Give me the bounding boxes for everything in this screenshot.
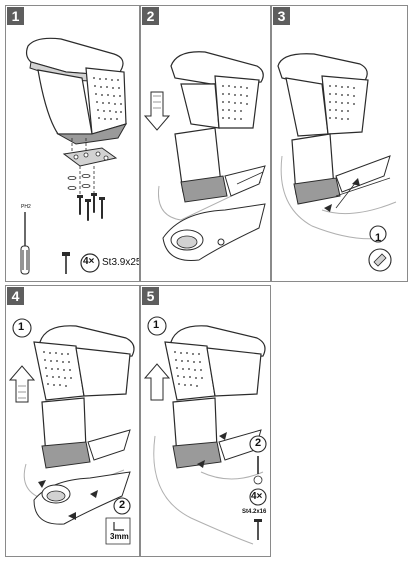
- step-1-fastener-count: 4×: [83, 256, 95, 267]
- step-4-illustration: [8, 318, 135, 545]
- step-1-tool-label: PH2: [21, 204, 31, 210]
- step-5-illustration: [143, 316, 267, 545]
- step-4-callout-1: 1: [18, 321, 25, 333]
- step-2-number: 2: [142, 7, 159, 25]
- step-3-panel: 3 1: [271, 5, 408, 282]
- step-4-callout-2: 2: [119, 499, 126, 511]
- step-1-number: 1: [7, 7, 24, 25]
- step-5-callout-1: 1: [153, 319, 160, 331]
- step-4-panel: 4: [5, 285, 140, 557]
- step-4-number: 4: [7, 287, 24, 305]
- step-1-fastener-spec: St3.9x25: [102, 257, 140, 268]
- step-3-number: 3: [273, 7, 290, 25]
- step-2-panel: 2: [140, 5, 271, 282]
- step-3-callout-label: 1: [375, 232, 382, 244]
- step-4-gap-size: 3mm: [110, 532, 129, 541]
- step-5-number: 5: [142, 287, 159, 305]
- step-1-panel: 1: [5, 5, 140, 282]
- step-1-illustration: [20, 37, 128, 275]
- step-2-illustration: [143, 51, 266, 262]
- step-3-illustration: [277, 53, 397, 272]
- step-5-fastener-spec: St4.2x16: [242, 509, 267, 515]
- step-5-panel: 5: [140, 285, 271, 557]
- step-5-fastener-count: 4×: [251, 491, 263, 502]
- step-5-callout-2: 2: [255, 437, 262, 449]
